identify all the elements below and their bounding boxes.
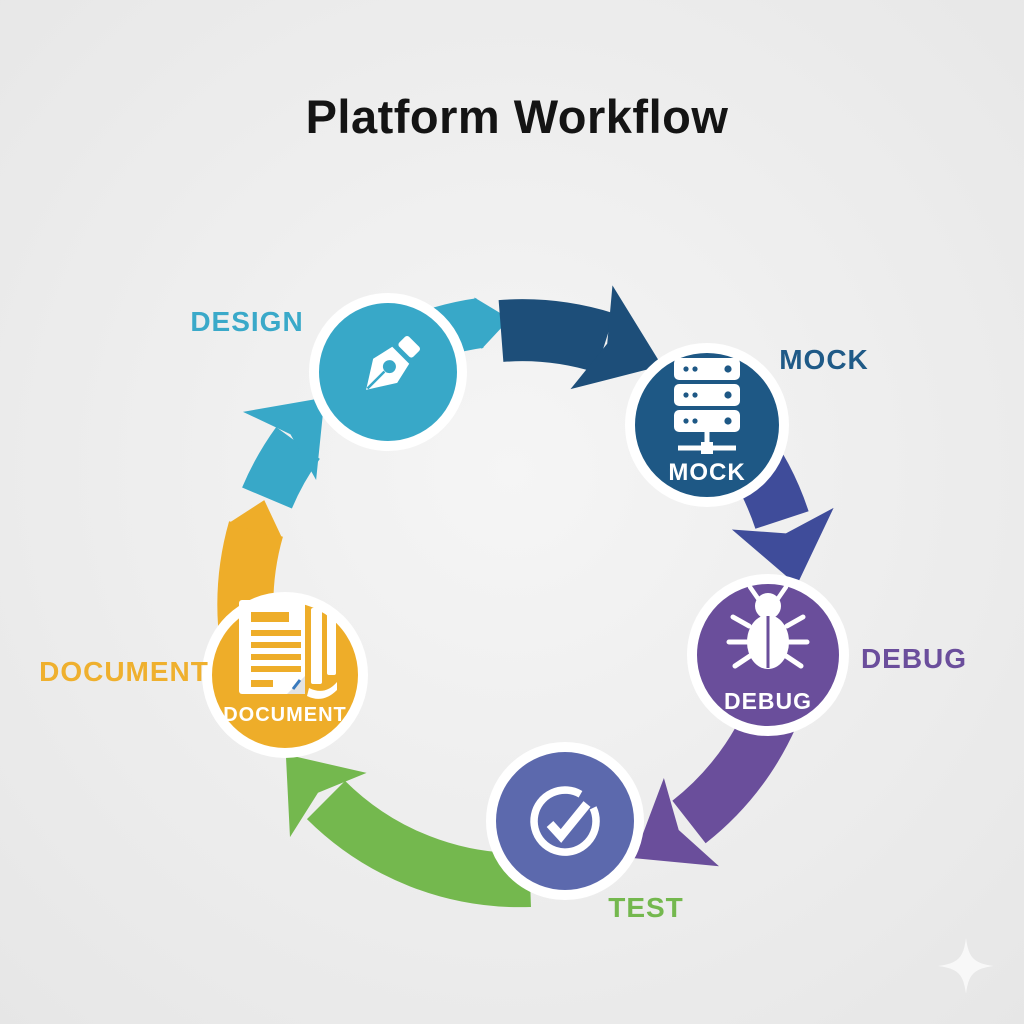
arrowhead: [731, 507, 834, 586]
check-circle-icon: [530, 786, 600, 856]
cycle-arrows: [217, 285, 834, 908]
chevron-tip: [228, 500, 283, 539]
server-rack-icon: [674, 358, 740, 454]
chevron-tip: [474, 297, 510, 350]
stage-circle-test: [486, 742, 644, 900]
arrow-test-to-document: [285, 754, 531, 908]
bug-icon: [726, 584, 810, 669]
stage-label-debug: DEBUG: [861, 643, 967, 674]
arrowhead: [633, 778, 719, 867]
stage-inner-label-document: DOCUMENT: [223, 704, 347, 726]
four-point-star-icon: [938, 938, 994, 994]
stage-label-design: DESIGN: [190, 306, 303, 337]
arrowhead: [242, 397, 325, 481]
page-title: Platform Workflow: [306, 90, 729, 143]
stage-circle-design: [309, 293, 467, 451]
arrow-document-to-design: [242, 397, 325, 509]
stage-label-test: TEST: [608, 892, 684, 923]
arrowhead: [285, 754, 367, 838]
stage-inner-label-mock: MOCK: [668, 459, 745, 486]
stage-label-mock: MOCK: [779, 344, 869, 375]
stage-inner-label-debug: DEBUG: [724, 688, 812, 714]
stage-label-document: DOCUMENT: [39, 656, 209, 687]
arrow-design-to-mock: [498, 285, 662, 390]
document-icon: [239, 600, 337, 699]
arrowhead: [570, 285, 662, 390]
pen-nib-icon: [366, 336, 420, 390]
